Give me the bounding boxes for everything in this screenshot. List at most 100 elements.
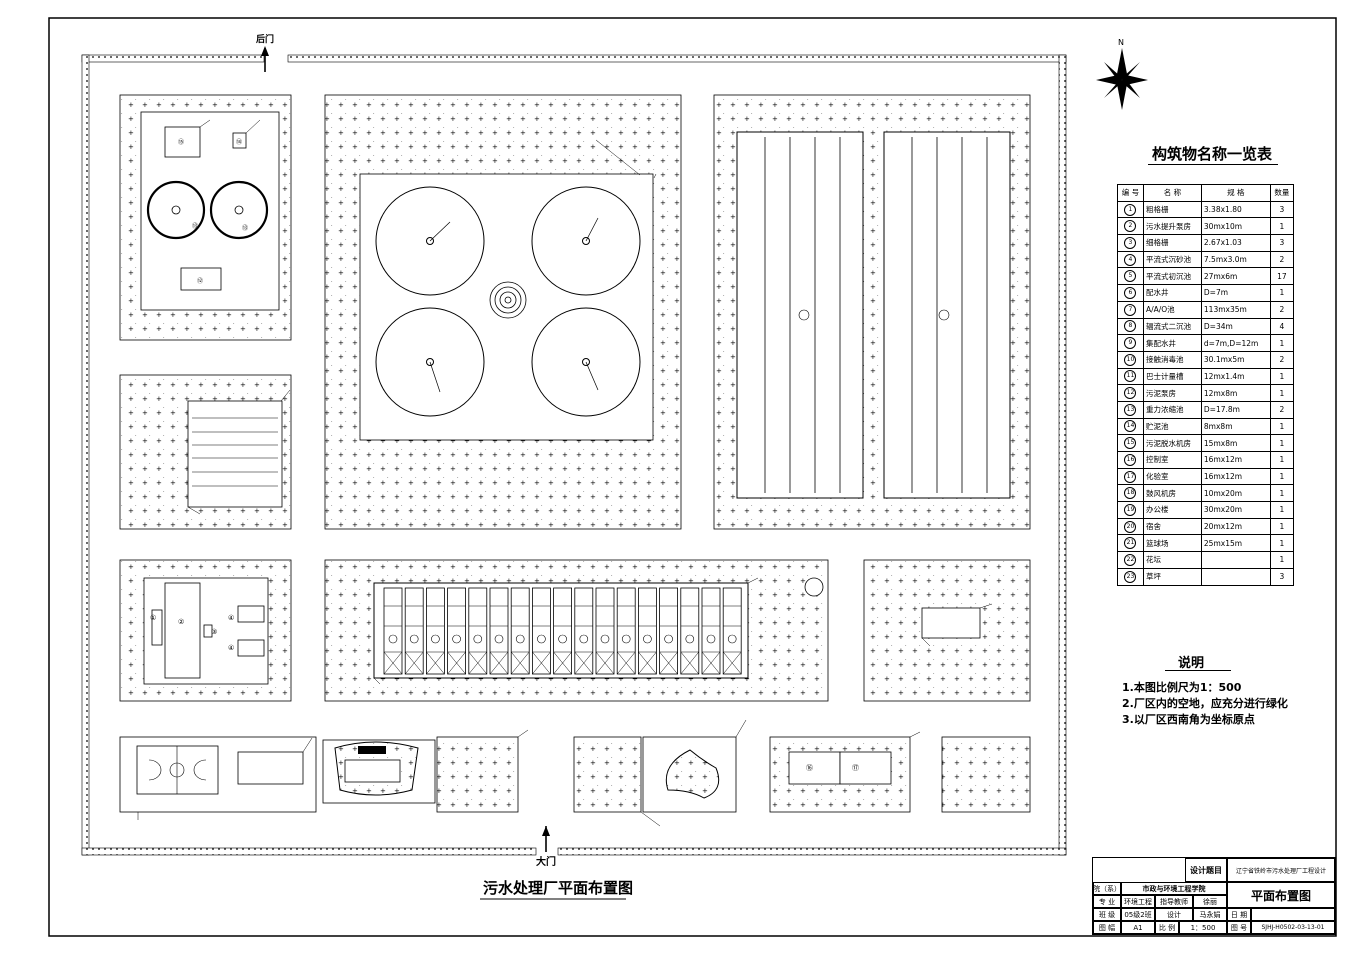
svg-text:④: ④ bbox=[228, 644, 234, 652]
legend-row-spec bbox=[1200, 551, 1271, 569]
primary-clarifier-tank bbox=[468, 587, 488, 675]
svg-text:⑮: ⑮ bbox=[178, 138, 184, 146]
fine-screen bbox=[203, 624, 213, 638]
legend-row-qty: 1 bbox=[1269, 517, 1295, 536]
legend-row-name: 平流式初沉池 bbox=[1142, 267, 1202, 286]
collection-well bbox=[804, 577, 824, 597]
notes-title-underline bbox=[1165, 670, 1231, 671]
sludge-storage-tank bbox=[232, 132, 247, 149]
legend-row-qty: 2 bbox=[1269, 300, 1295, 319]
legend-row-name: A/A/O池 bbox=[1142, 300, 1202, 319]
legend-row-no: 6 bbox=[1124, 286, 1137, 299]
legend-row-no: 21 bbox=[1124, 537, 1137, 550]
major-label: 专 业 bbox=[1093, 895, 1121, 908]
grit-chamber-1 bbox=[237, 605, 265, 623]
scale-label: 比 例 bbox=[1155, 921, 1179, 934]
primary-clarifier-tank bbox=[574, 587, 594, 675]
legend-row-qty: 1 bbox=[1269, 451, 1295, 469]
scale: 1：500 bbox=[1179, 921, 1227, 934]
legend-row-spec: 30mx10m bbox=[1200, 217, 1271, 236]
legend-row-name: 污泥脱水机房 bbox=[1142, 434, 1202, 452]
class-label: 班 级 bbox=[1093, 908, 1121, 921]
primary-clarifier-tank bbox=[510, 587, 530, 675]
primary-clarifier-tank bbox=[701, 587, 721, 675]
legend-row-no: 13 bbox=[1124, 403, 1137, 416]
legend-row-spec: 30.1mx5m bbox=[1200, 350, 1271, 369]
title-block: 设计题目 辽宁省铁岭市污水处理厂工程设计 院（系） 市政与环境工程学院 平面布置… bbox=[1092, 857, 1336, 935]
legend-header-qty: 数量 bbox=[1269, 184, 1295, 202]
pretreatment-zone: ① ② ③ ④ ④ bbox=[119, 559, 292, 702]
legend-row-name: 鼓风机房 bbox=[1142, 484, 1202, 503]
legend-row-spec: 30mx20m bbox=[1200, 501, 1271, 519]
legend-row-no: 7 bbox=[1124, 303, 1137, 316]
primary-clarifier-tank bbox=[383, 587, 403, 675]
legend-row-name: 办公楼 bbox=[1142, 501, 1202, 519]
primary-clarifier-tank bbox=[638, 587, 657, 675]
legend-row-name: 贮泥池 bbox=[1142, 417, 1202, 436]
sheet-border bbox=[48, 17, 1337, 937]
legend-row-spec: 7.5mx3.0m bbox=[1200, 250, 1271, 269]
svg-text:⑯: ⑯ bbox=[806, 764, 813, 772]
legend-row-spec: 8mx8m bbox=[1200, 417, 1271, 436]
legend-row-no: 23 bbox=[1124, 570, 1137, 583]
coarse-screen bbox=[151, 609, 163, 646]
legend-row-qty: 1 bbox=[1269, 484, 1295, 503]
thickener-tank-2 bbox=[209, 180, 269, 240]
advisor: 徐丽 bbox=[1193, 895, 1227, 908]
legend-row-no: 12 bbox=[1124, 387, 1137, 400]
legend-row-name: 集配水井 bbox=[1142, 334, 1202, 352]
sludge-dewatering-house bbox=[164, 126, 201, 158]
legend-row-qty: 1 bbox=[1269, 434, 1295, 452]
legend-row-name: 配水井 bbox=[1142, 284, 1202, 302]
legend-row-spec: D=7m bbox=[1200, 284, 1271, 302]
main-gate-arrow bbox=[542, 826, 550, 852]
legend-row-no: 8 bbox=[1124, 320, 1137, 333]
lawn-1 bbox=[436, 736, 519, 813]
clarifier-zone bbox=[324, 94, 682, 530]
plant-wall bbox=[81, 54, 1067, 856]
notes-title: 说明 bbox=[1178, 656, 1205, 671]
major: 环境工程 bbox=[1121, 895, 1155, 908]
legend-row-no: 22 bbox=[1124, 553, 1137, 566]
legend-row-qty: 1 bbox=[1269, 217, 1295, 236]
legend-row-spec: 16mx12m bbox=[1200, 451, 1271, 469]
primary-clarifier-tank bbox=[659, 587, 678, 675]
designer-label: 设计 bbox=[1155, 908, 1193, 921]
dept-label: 院（系） bbox=[1093, 882, 1121, 895]
drawing-no-label: 图 号 bbox=[1227, 921, 1251, 934]
primary-clarifier-tank bbox=[404, 587, 424, 675]
aao-tank-zone bbox=[713, 94, 1031, 530]
legend-title: 构筑物名称一览表 bbox=[1152, 145, 1273, 163]
legend-row-no: 1 bbox=[1124, 203, 1137, 216]
legend-row-qty: 3 bbox=[1269, 234, 1295, 252]
lawn-2 bbox=[573, 736, 642, 813]
primary-clarifier-tank bbox=[425, 587, 445, 675]
advisor-label: 指导教师 bbox=[1155, 895, 1193, 908]
office-zone bbox=[322, 739, 436, 804]
note-item: 3.以厂区西南角为坐标原点 bbox=[1122, 713, 1255, 726]
legend-row-spec: 20mx12m bbox=[1200, 517, 1271, 536]
legend-row-qty: 17 bbox=[1269, 267, 1295, 286]
legend-row-qty: 1 bbox=[1269, 284, 1295, 302]
svg-text:②: ② bbox=[178, 618, 184, 626]
legend-header-row: 编 号 名 称 规 格 数量 bbox=[1117, 184, 1295, 202]
north-arrow-icon bbox=[1096, 48, 1148, 110]
legend-row-spec: 113mx35m bbox=[1200, 300, 1271, 319]
dormitory bbox=[237, 751, 304, 785]
legend-header-spec: 规 格 bbox=[1200, 184, 1271, 202]
legend-row-spec: D=17.8m bbox=[1200, 400, 1271, 419]
svg-text:⑰: ⑰ bbox=[852, 764, 859, 772]
legend-row-spec: 2.67x1.03 bbox=[1200, 234, 1271, 252]
designer: 马永娟 bbox=[1193, 908, 1227, 921]
svg-text:⑫: ⑫ bbox=[197, 277, 203, 285]
legend-row-no: 17 bbox=[1124, 470, 1137, 483]
legend-header-name: 名 称 bbox=[1142, 184, 1202, 202]
